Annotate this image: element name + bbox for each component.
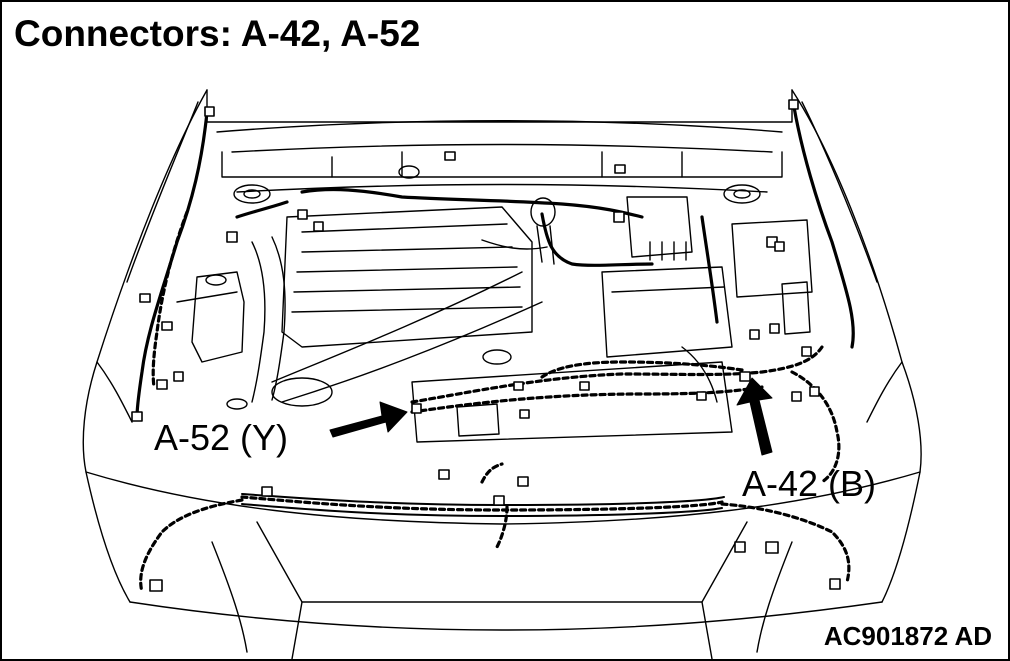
callout-label-a42: A-42 (B) [742, 463, 877, 504]
arrow-a42 [736, 377, 773, 456]
wiring-harness-dashed [139, 210, 851, 594]
wiring-harness [135, 105, 855, 419]
page-title: Connectors: A-42, A-52 [14, 13, 421, 54]
air-cleaner-box [601, 196, 813, 358]
arrow-a52 [329, 401, 408, 438]
connector-blocks [131, 99, 841, 592]
harness-lower-rail [241, 493, 725, 517]
reservoir-left [176, 271, 248, 410]
vehicle-body-outline [82, 89, 922, 659]
document-code: AC901872 AD [823, 621, 992, 651]
cowl-panel [206, 89, 793, 193]
callout-label-a52: A-52 (Y) [154, 417, 289, 458]
strut-towers [233, 165, 761, 204]
